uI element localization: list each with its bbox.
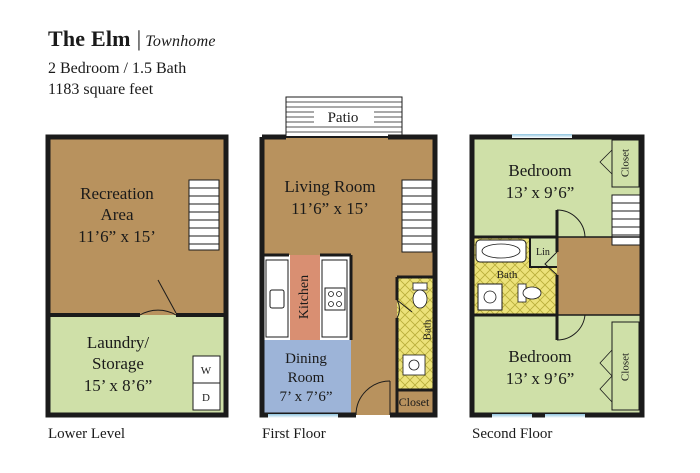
bedroom-2-window-1 [492, 414, 532, 418]
lower-level-plan: Recreation Area 11’6” x 15’ Laundry/ Sto… [45, 134, 229, 418]
bathtub [475, 239, 527, 263]
lower-level-label: Lower Level [48, 426, 126, 442]
toilet [412, 282, 428, 309]
bedroom-2-name: Bedroom [508, 347, 571, 366]
kitchen-sink [269, 289, 285, 309]
recreation-name-2: Area [100, 205, 133, 224]
first-floor-plan: Patio [259, 96, 438, 418]
second-toilet [517, 283, 542, 303]
laundry-size: 15’ x 8’6” [84, 376, 153, 395]
entry-door-swing [355, 380, 391, 416]
closet-2 [611, 321, 640, 411]
stove [324, 287, 346, 311]
living-room-size: 11’6” x 15’ [291, 199, 369, 218]
bath-sink [402, 354, 426, 376]
living-room-name: Living Room [284, 177, 375, 196]
lower-outer-wall [45, 134, 229, 418]
recreation-name: Recreation [80, 184, 154, 203]
dining-size: 7’ x 7’6” [279, 389, 332, 405]
linen-closet [530, 237, 557, 267]
dryer [192, 382, 221, 411]
recreation-size: 11’6” x 15’ [78, 227, 156, 246]
title-separator: | [136, 26, 142, 51]
plan-title: The Elm|Townhome [48, 26, 216, 52]
square-footage: 1183 square feet [48, 81, 154, 98]
first-closet-label: Closet [399, 395, 430, 409]
lower-stairs [188, 179, 220, 251]
bedroom-1-door-swing [556, 209, 586, 238]
patio-label: Patio [328, 110, 359, 126]
dining-room [262, 340, 351, 415]
bedroom-2-size: 13’ x 9’6” [506, 369, 575, 388]
first-stairs [401, 179, 433, 253]
dryer-label: D [202, 392, 210, 404]
closet-first [397, 390, 435, 415]
dining-window [268, 414, 338, 418]
second-floor-plan: Bedroom 13’ x 9’6” Bedroom 13’ x 9’6” Cl… [469, 134, 645, 418]
bedroom-1-name: Bedroom [508, 161, 571, 180]
linen-label: Lin [536, 247, 550, 258]
plan-type: Townhome [145, 33, 216, 50]
patio [285, 96, 403, 138]
washer [192, 355, 221, 384]
kitchen-label: Kitchen [297, 275, 312, 319]
bedroom-1-size: 13’ x 9’6” [506, 183, 575, 202]
laundry-name: Laundry/ [87, 333, 150, 352]
bedroom-2-door-swing [556, 314, 586, 341]
dining-name-2: Room [288, 370, 325, 386]
closet-1-label: Closet [620, 149, 632, 177]
kitchen-room [290, 255, 320, 340]
second-floor-label: Second Floor [472, 426, 553, 442]
first-bath-label: Bath [422, 319, 434, 340]
dining-name: Dining [285, 351, 327, 367]
washer-label: W [201, 365, 212, 377]
second-bath-label: Bath [497, 269, 518, 281]
closet-2-label: Closet [620, 353, 632, 381]
door-swing [139, 309, 177, 316]
first-floor-label: First Floor [262, 426, 326, 442]
plan-name: The Elm [48, 26, 131, 51]
vanity-sink [477, 283, 503, 311]
bedroom-2-window-2 [545, 414, 585, 418]
laundry-name-2: Storage [92, 354, 144, 373]
bed-bath-count: 2 Bedroom / 1.5 Bath [48, 60, 187, 77]
bedroom-1-window [512, 134, 572, 138]
closet-1 [611, 139, 640, 188]
